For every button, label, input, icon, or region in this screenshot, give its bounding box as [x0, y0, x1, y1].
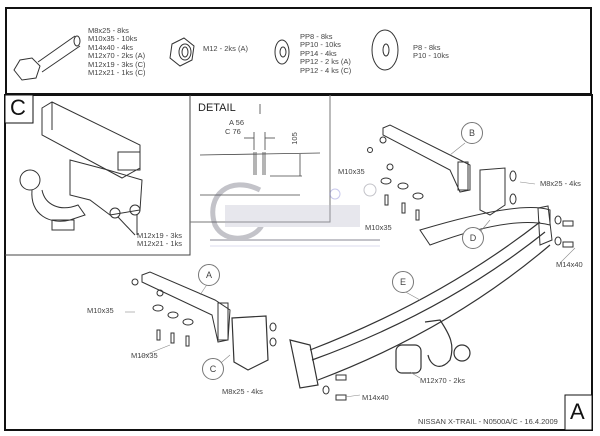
flat-washer-list: P8 - 8ks P10 - 10ks [413, 43, 449, 61]
dim-c: C 76 [225, 127, 241, 136]
bolts-b [367, 136, 574, 248]
bracket-a-drawing [131, 271, 347, 401]
nut-item: M12 - 2ks (A) [203, 44, 249, 53]
bolt-item: M12x70 - 2ks (A) [88, 51, 146, 61]
spring-washer-item: PP10 - 10ks [300, 40, 341, 50]
detail-title: DETAIL [198, 102, 236, 114]
label-m12x70: M12x70 - 2ks [420, 376, 466, 385]
panel-c-border [5, 95, 191, 256]
callout-b: B [461, 122, 483, 144]
sheet-box [564, 394, 593, 431]
main-frame [4, 94, 593, 431]
dim-a: A 56 [229, 118, 245, 127]
flat-washer-icon [371, 29, 399, 71]
title-block-text: NISSAN X-TRAIL - N0500A/C - 16.4.2009 [418, 417, 558, 426]
callout-e: E [392, 271, 414, 293]
panel-c-label-box [4, 94, 34, 124]
bolt-label: M12x21 - 1ks [137, 239, 183, 249]
label-m10x35: M10x35 [131, 351, 158, 360]
bolt-icon [13, 35, 81, 81]
bolt-item: M8x25 - 8ks [88, 26, 129, 35]
bolt-item: M12x19 - 3ks (C) [88, 59, 146, 69]
galia-watermark-logo [210, 182, 380, 247]
sheet-label: A [570, 399, 585, 424]
bolt-list: M8x25 - 8ks M10x35 - 10ks M14x40 - 4ks M… [88, 26, 146, 78]
crossbeam-e-drawing [231, 221, 551, 389]
panel-c-label: C [10, 95, 26, 120]
panel-c-bolt-labels: M12x19 - 3ks M12x21 - 1ks [137, 231, 183, 249]
label-m8x25: M8x25 - 4ks [540, 179, 581, 188]
label-m10x35: M10x35 [338, 167, 365, 176]
dim-height: 105 [289, 132, 299, 145]
label-m8x25: M8x25 - 4ks [222, 387, 263, 396]
callout-d: D [462, 227, 484, 249]
leader-lines [125, 142, 576, 398]
spring-washer-item: PP14 - 4ks [300, 48, 337, 58]
nut-list: M12 - 2ks (A) [203, 44, 249, 53]
bolt-item: M10x35 - 10ks [88, 34, 138, 44]
towbar-closeup-drawing [19, 101, 143, 236]
spring-washer-item: PP8 - 8ks [300, 32, 333, 41]
spring-washer-icon [274, 39, 290, 65]
bolt-item: M12x21 - 1ks (C) [88, 68, 146, 78]
nut-icon [169, 37, 195, 67]
detail-dimension-drawing [199, 104, 321, 196]
label-m14x40: M14x40 [362, 393, 389, 402]
bolt-item: M14x40 - 4ks [88, 42, 134, 52]
callout-c: C [202, 358, 224, 380]
label-m10x35: M10x35 [87, 306, 114, 315]
callout-a: A [198, 264, 220, 286]
flat-washer-item: P8 - 8ks [413, 43, 441, 52]
detail-border [190, 95, 331, 223]
label-m10x35: M10x35 [365, 223, 392, 232]
spring-washer-list: PP8 - 8ks PP10 - 10ks PP14 - 4ks PP12 - … [300, 32, 352, 75]
bolt-label: M12x19 - 3ks [137, 231, 183, 240]
spring-washer-item: PP12 - 4 ks (C) [300, 65, 352, 75]
spring-washer-item: PP12 - 2 ks (A) [300, 57, 351, 67]
label-m14x40: M14x40 [556, 260, 583, 269]
flat-washer-item: P10 - 10ks [413, 51, 449, 61]
